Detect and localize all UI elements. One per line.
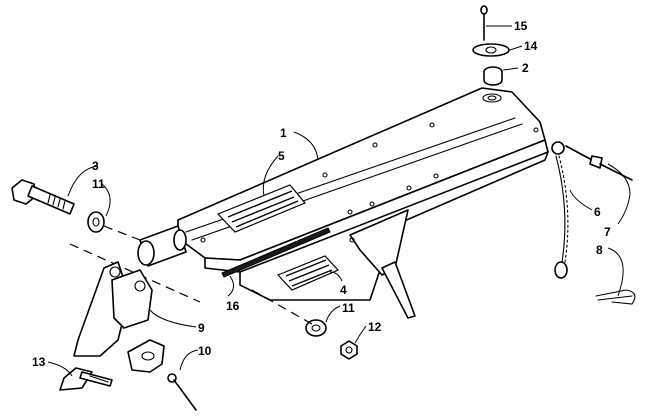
callout-2: 2 bbox=[522, 61, 529, 75]
latch-plate bbox=[127, 339, 165, 373]
bushing-upper bbox=[87, 211, 105, 233]
decal-upper bbox=[216, 184, 306, 233]
callout-13: 13 bbox=[32, 355, 46, 369]
callout-14: 14 bbox=[524, 39, 538, 53]
hinge-bracket bbox=[73, 261, 153, 357]
decal-lower bbox=[276, 255, 340, 291]
alignment-line-left bbox=[69, 243, 201, 303]
callout-9: 9 bbox=[198, 321, 205, 335]
tether-pin bbox=[565, 145, 633, 181]
callout-11b: 11 bbox=[342, 301, 355, 315]
bolt bbox=[11, 179, 75, 215]
nut bbox=[340, 340, 358, 360]
callout-3: 3 bbox=[92, 159, 99, 173]
callout-labels: 1 2 3 4 5 6 7 8 9 10 11 11 12 13 14 15 1… bbox=[32, 19, 611, 369]
callout-15: 15 bbox=[514, 19, 528, 33]
callout-10: 10 bbox=[198, 344, 212, 358]
alignment-line-bolt bbox=[103, 225, 141, 241]
callout-8: 8 bbox=[596, 243, 603, 257]
callout-16: 16 bbox=[226, 299, 240, 313]
alignment-line-right bbox=[251, 289, 313, 325]
hair-pin-clip bbox=[595, 289, 636, 305]
hinge-strip bbox=[59, 367, 113, 391]
callout-7: 7 bbox=[604, 225, 611, 239]
screw-pin bbox=[480, 5, 488, 41]
leader-lines bbox=[47, 25, 631, 377]
latch-pin bbox=[167, 373, 197, 411]
grommet bbox=[483, 66, 503, 86]
callout-1: 1 bbox=[280, 126, 287, 140]
tether-cable bbox=[551, 141, 569, 279]
callout-11a: 11 bbox=[92, 177, 105, 191]
callout-6: 6 bbox=[594, 205, 601, 219]
mount-plate bbox=[472, 43, 510, 57]
callout-5: 5 bbox=[278, 149, 285, 163]
callout-4: 4 bbox=[340, 283, 347, 297]
callout-12: 12 bbox=[368, 320, 382, 334]
